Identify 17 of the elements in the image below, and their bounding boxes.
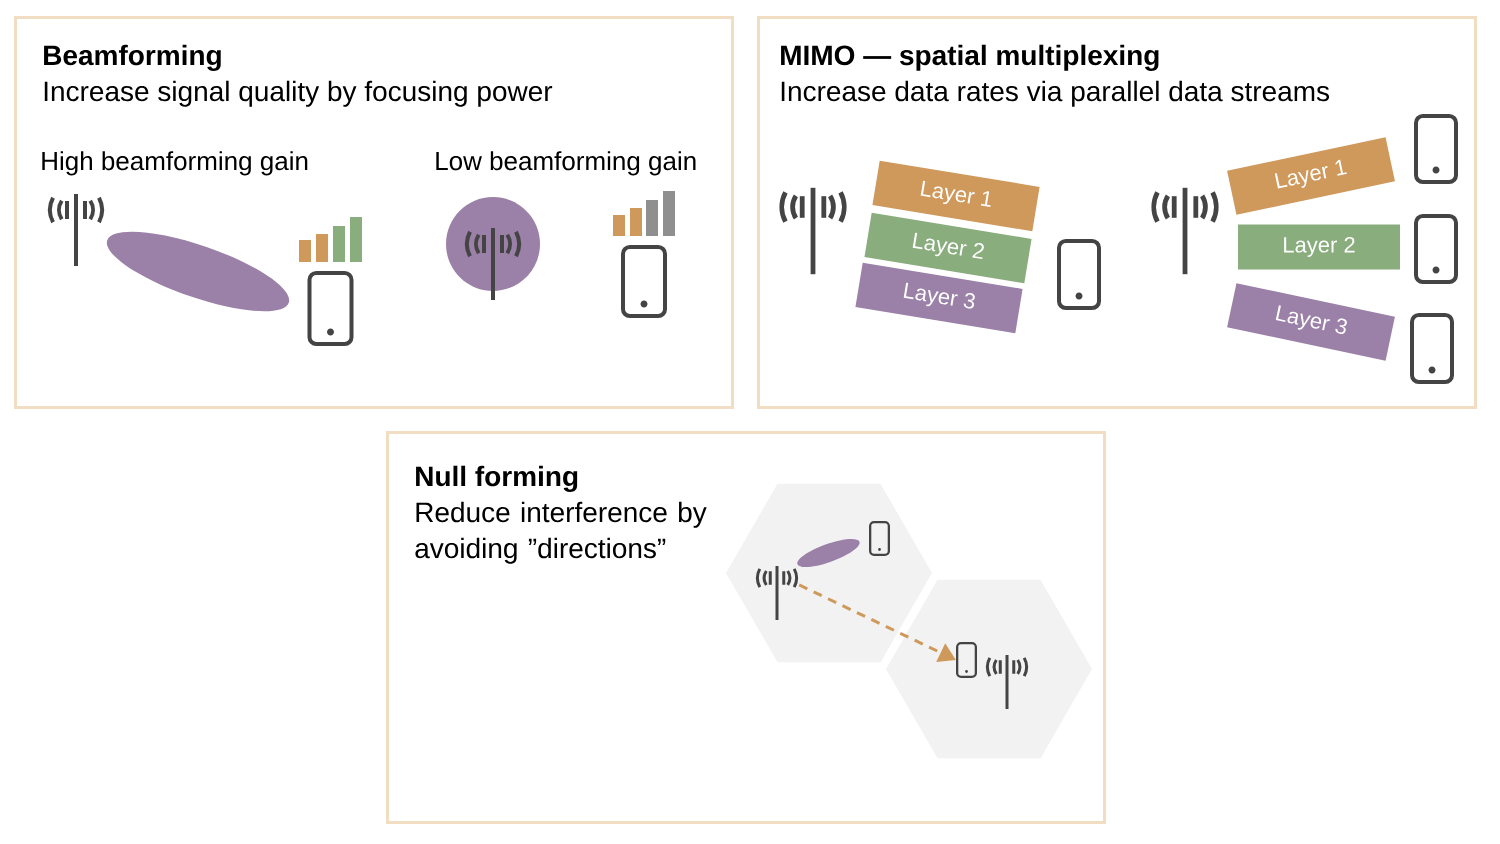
layer-band: Layer 3 — [855, 262, 1023, 334]
layer-band: Layer 1 — [872, 160, 1040, 232]
layer-band: Layer 3 — [1227, 283, 1395, 361]
layer-band: Layer 2 — [864, 212, 1032, 284]
panel-title: Null forming — [416, 465, 578, 492]
label: Low beamforming gain — [436, 151, 696, 176]
label: High beamforming gain — [42, 151, 308, 176]
beam-lobe — [106, 231, 290, 312]
panel-subtitle: Reduce interference by avoiding ”directions” — [415, 501, 707, 564]
antenna-icon — [756, 566, 798, 620]
panel-subtitle: Increase signal quality by focusing power — [44, 80, 553, 107]
panel-title: Beamforming — [44, 44, 221, 71]
panel-subtitle: Increase data rates via parallel data streams — [781, 80, 1330, 107]
phone-icon — [956, 642, 977, 678]
layer-band: Layer 2 — [1238, 224, 1400, 270]
panel-title: MIMO — spatial multiplexing — [781, 44, 1159, 71]
layer-band: Layer 1 — [1227, 137, 1395, 215]
